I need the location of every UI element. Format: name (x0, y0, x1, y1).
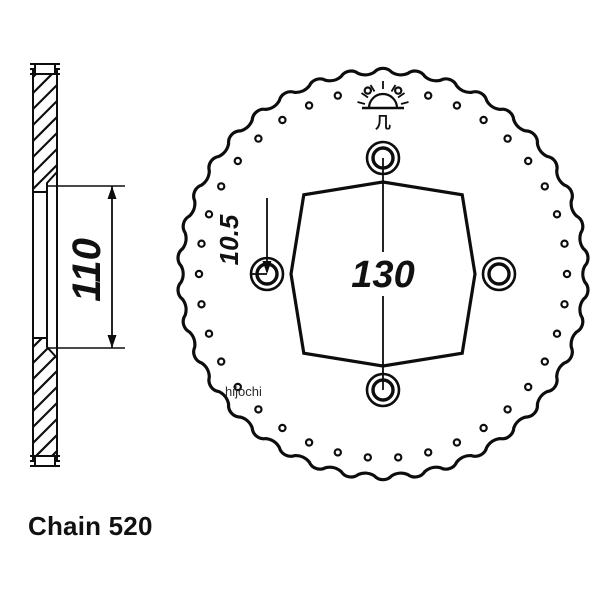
sunrise-icon-dome (367, 92, 399, 109)
root-relief-hole (363, 86, 372, 95)
side-view-rim-top-outline (33, 73, 58, 193)
dimension-110-arrow-bottom (107, 335, 117, 348)
root-relief-hole (524, 156, 533, 166)
mounting-hole-top (365, 140, 401, 176)
root-relief-hole (197, 300, 206, 309)
brand-logo: 几 (357, 81, 409, 132)
sunrise-icon-rays (357, 81, 409, 105)
dimension-10-5-label: 10.5 (214, 214, 244, 265)
root-relief-hole (194, 269, 204, 279)
dimension-110: 110 (47, 185, 125, 349)
side-view-body-edges (32, 68, 58, 462)
dimension-10-5-arrow (262, 261, 272, 274)
root-relief-hole (304, 438, 314, 447)
side-view-hatch-bottom (33, 337, 58, 457)
root-relief-hole (333, 448, 342, 457)
root-relief-hole (552, 210, 562, 219)
root-relief-hole (540, 182, 550, 191)
root-relief-hole (304, 101, 314, 110)
root-relief-hole (524, 382, 533, 392)
root-relief-hole (562, 269, 572, 279)
sprocket-root-relief-holes (194, 86, 572, 462)
side-view-top-tooth (30, 63, 60, 75)
root-relief-hole (216, 357, 226, 366)
dimension-110-arrow-top (107, 186, 117, 199)
root-relief-hole (503, 405, 512, 414)
root-relief-hole (197, 239, 206, 248)
root-relief-hole (552, 329, 562, 338)
root-relief-hole (254, 405, 263, 414)
root-relief-hole (363, 453, 372, 462)
root-relief-hole (503, 134, 512, 143)
chain-size-caption: Chain 520 (28, 511, 153, 541)
brand-mark-glyph: 几 (375, 113, 391, 132)
root-relief-hole (204, 329, 214, 338)
root-relief-hole (278, 115, 287, 125)
side-view-hatch-top (33, 73, 58, 193)
side-view-bottom-tooth (30, 455, 60, 467)
root-relief-hole (452, 101, 462, 110)
mounting-hole-bottom (365, 372, 401, 408)
side-view-rim-bottom-outline (33, 337, 58, 457)
dimension-110-label: 110 (65, 238, 109, 302)
dimension-130: 130 (351, 158, 415, 390)
root-relief-hole (479, 115, 488, 125)
root-relief-hole (540, 357, 550, 366)
root-relief-hole (216, 182, 226, 191)
root-relief-hole (278, 423, 287, 433)
root-relief-hole (233, 382, 242, 392)
side-view-web (32, 192, 48, 338)
dimension-10-5: 10.5 (214, 198, 272, 275)
root-relief-hole (333, 91, 342, 100)
watermark-text: hijochi (225, 384, 262, 399)
sprocket-teeth-outline (176, 66, 590, 482)
dimension-130-label: 130 (351, 254, 414, 296)
root-relief-hole (233, 156, 242, 166)
root-relief-hole (394, 86, 403, 95)
sunrise-icon (357, 81, 409, 110)
root-relief-hole (424, 91, 433, 100)
root-relief-hole (254, 134, 263, 143)
mounting-hole-right (481, 256, 517, 292)
root-relief-hole (452, 438, 462, 447)
root-relief-hole (424, 448, 433, 457)
root-relief-hole (204, 210, 214, 219)
side-view-cross-section (30, 63, 60, 467)
root-relief-hole (394, 453, 403, 462)
root-relief-hole (560, 300, 569, 309)
root-relief-hole (560, 239, 569, 248)
center-bore-outline (289, 180, 477, 368)
root-relief-hole (479, 423, 488, 433)
